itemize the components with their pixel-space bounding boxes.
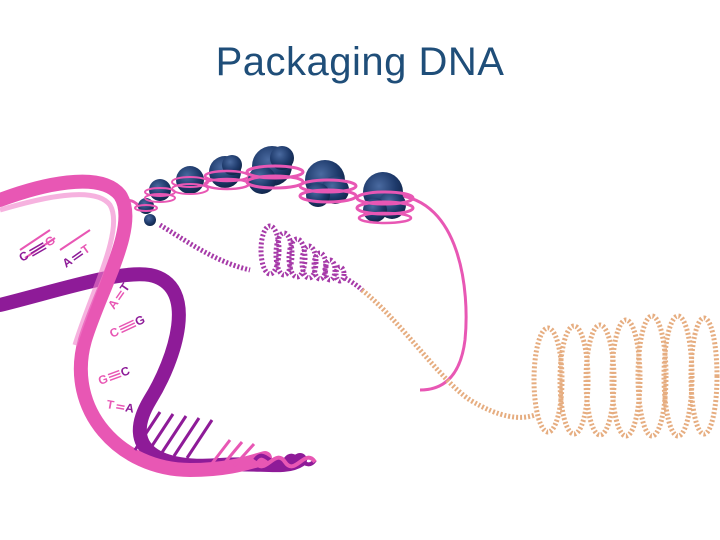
chromatin-coil-icon [160,225,362,290]
base-c-3: C [119,363,132,379]
base-g-3: G [96,371,110,387]
base-pair-5: G C [96,363,132,387]
pink-strand [0,182,265,470]
base-pair-2: A T [60,241,93,270]
loose-fiber-coil-icon [534,316,717,436]
pink-arc-right [395,195,466,390]
nucleosome-large-1 [247,146,303,194]
purple-strand [0,274,300,466]
base-pair-6: T A [105,397,135,416]
base-g-1: G [42,233,57,250]
base-t-3: T [105,397,115,412]
loose-fiber-strand [362,290,535,417]
nucleosome-medium-1 [172,166,208,194]
nucleosome-cluster-icon [135,146,413,226]
double-helix-icon: C G A T A T C [0,182,315,470]
nucleosome-large-2 [300,160,356,207]
nucleosome-medium-2 [205,155,249,189]
base-pair-4: C G [107,312,147,340]
base-a-3: A [124,400,135,415]
nucleosome-small-2 [145,179,175,202]
